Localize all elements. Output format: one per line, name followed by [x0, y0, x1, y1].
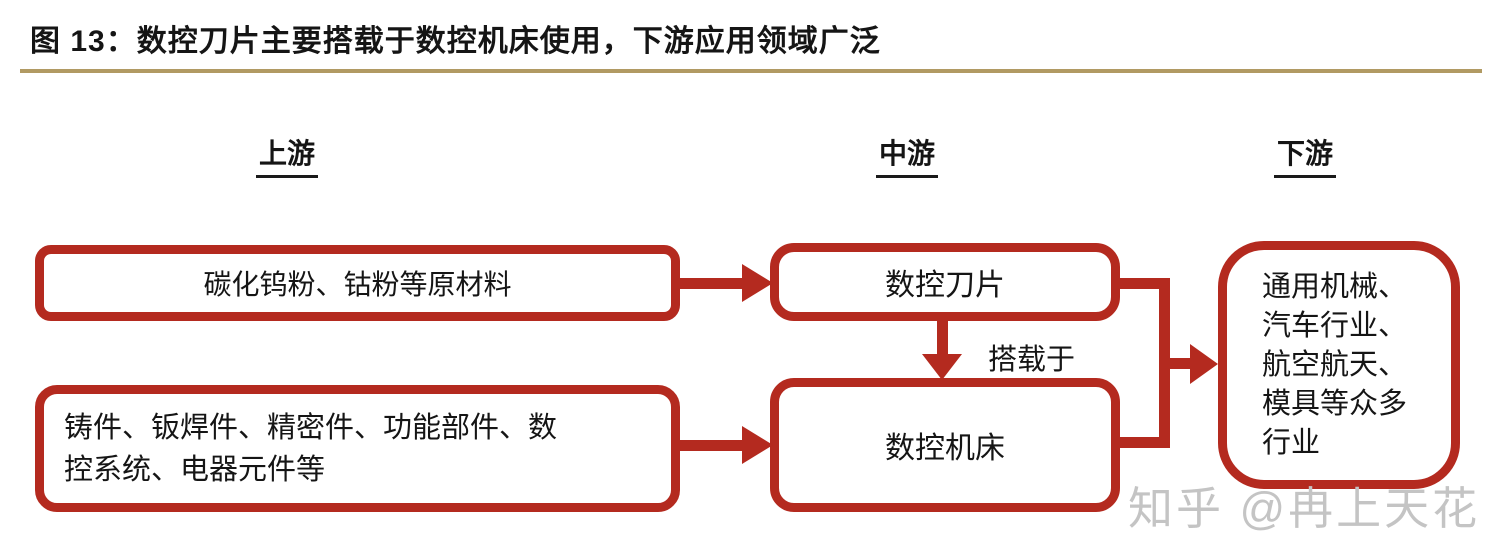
title-divider-rule [20, 69, 1482, 73]
node-upstream-components: 铸件、钣焊件、精密件、功能部件、数 控系统、电器元件等 [35, 385, 680, 512]
column-header-upstream: 上游 [256, 132, 319, 178]
column-header-downstream: 下游 [1274, 132, 1337, 178]
figure-title: 图 13：数控刀片主要搭载于数控机床使用，下游应用领域广泛 [30, 25, 881, 58]
column-header-midstream: 中游 [876, 132, 939, 178]
node-midstream-cnc-blade: 数控刀片 [770, 243, 1120, 321]
node-midstream-cnc-machine: 数控机床 [770, 378, 1120, 512]
watermark: 知乎 @冉上天花 [1128, 483, 1481, 534]
node-upstream-raw-materials: 碳化钨粉、钴粉等原材料 [35, 245, 680, 321]
node-downstream-industries: 通用机械、 汽车行业、 航空航天、 模具等众多 行业 [1218, 241, 1460, 489]
edge-label-mounted-on: 搭载于 [988, 344, 1076, 376]
